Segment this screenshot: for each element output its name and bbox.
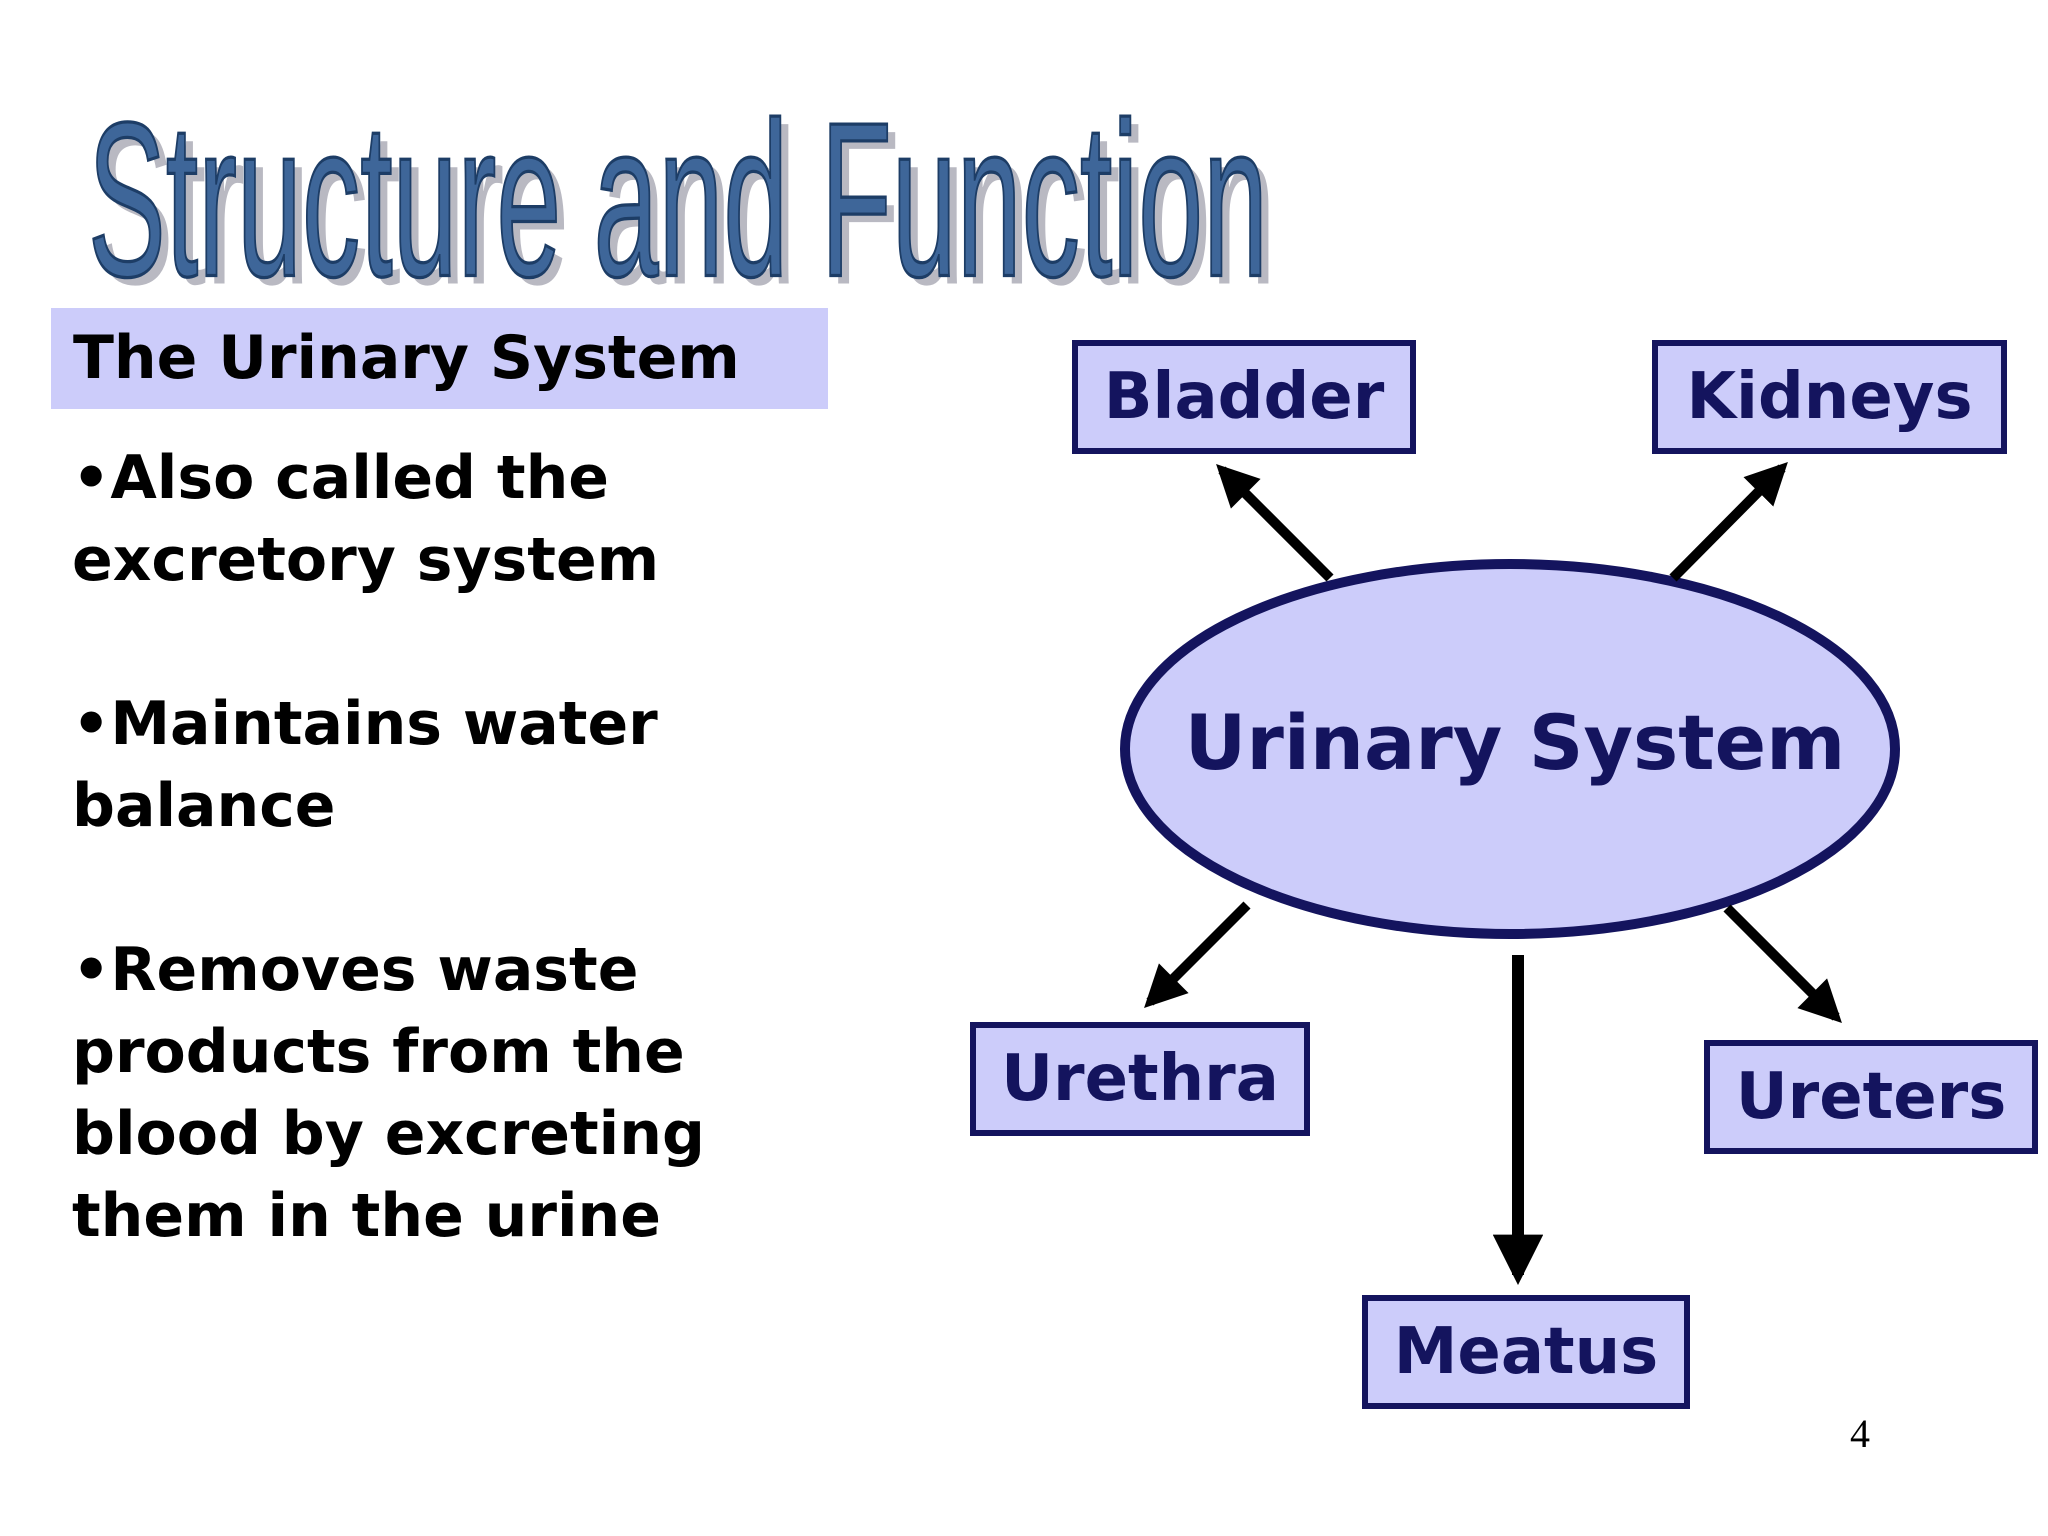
bullet-2-line-2: balance [72, 771, 336, 841]
node-bladder: Bladder [1072, 340, 1416, 454]
slide-title-shadow: Structure and Function [96, 85, 1276, 288]
arrow-to-urethra [1144, 901, 1251, 1008]
arrow-to-ureters [1723, 904, 1842, 1023]
bullet-1: •Also called the excretory system [72, 437, 832, 601]
node-meatus-label: Meatus [1393, 1315, 1659, 1389]
node-kidneys: Kidneys [1652, 340, 2007, 454]
center-label: Urinary System [1185, 698, 1846, 787]
subtitle-box: The Urinary System [51, 308, 828, 409]
arrow-to-bladder [1216, 464, 1334, 582]
subtitle-text: The Urinary System [73, 323, 740, 393]
bullet-3-line-2: products from the [72, 1017, 685, 1087]
bullet-3: •Removes waste products from the blood b… [72, 929, 832, 1257]
slide-title-text: Structure and Function [88, 77, 1268, 288]
bullet-3-line-4: them in the urine [72, 1181, 661, 1251]
bullet-3-line-1: •Removes waste [72, 935, 639, 1005]
node-meatus: Meatus [1362, 1295, 1690, 1409]
node-kidneys-label: Kidneys [1686, 360, 1973, 434]
bullet-3-line-3: blood by excreting [72, 1099, 705, 1169]
bullet-2-line-1: •Maintains water [72, 689, 658, 759]
page-number: 4 [1850, 1411, 1870, 1456]
node-ureters: Ureters [1704, 1040, 2038, 1154]
bullet-1-line-1: •Also called the [72, 443, 609, 513]
slide-title: Structure and Function Structure and Fun… [86, 75, 1276, 288]
node-urethra-label: Urethra [1001, 1042, 1279, 1116]
node-bladder-label: Bladder [1103, 360, 1385, 434]
arrow-to-kidneys [1669, 462, 1788, 582]
center-ellipse [1120, 559, 1900, 939]
node-urethra: Urethra [970, 1022, 1310, 1136]
bullet-1-line-2: excretory system [72, 525, 660, 595]
bullet-2: •Maintains water balance [72, 683, 832, 847]
node-ureters-label: Ureters [1735, 1060, 2007, 1134]
